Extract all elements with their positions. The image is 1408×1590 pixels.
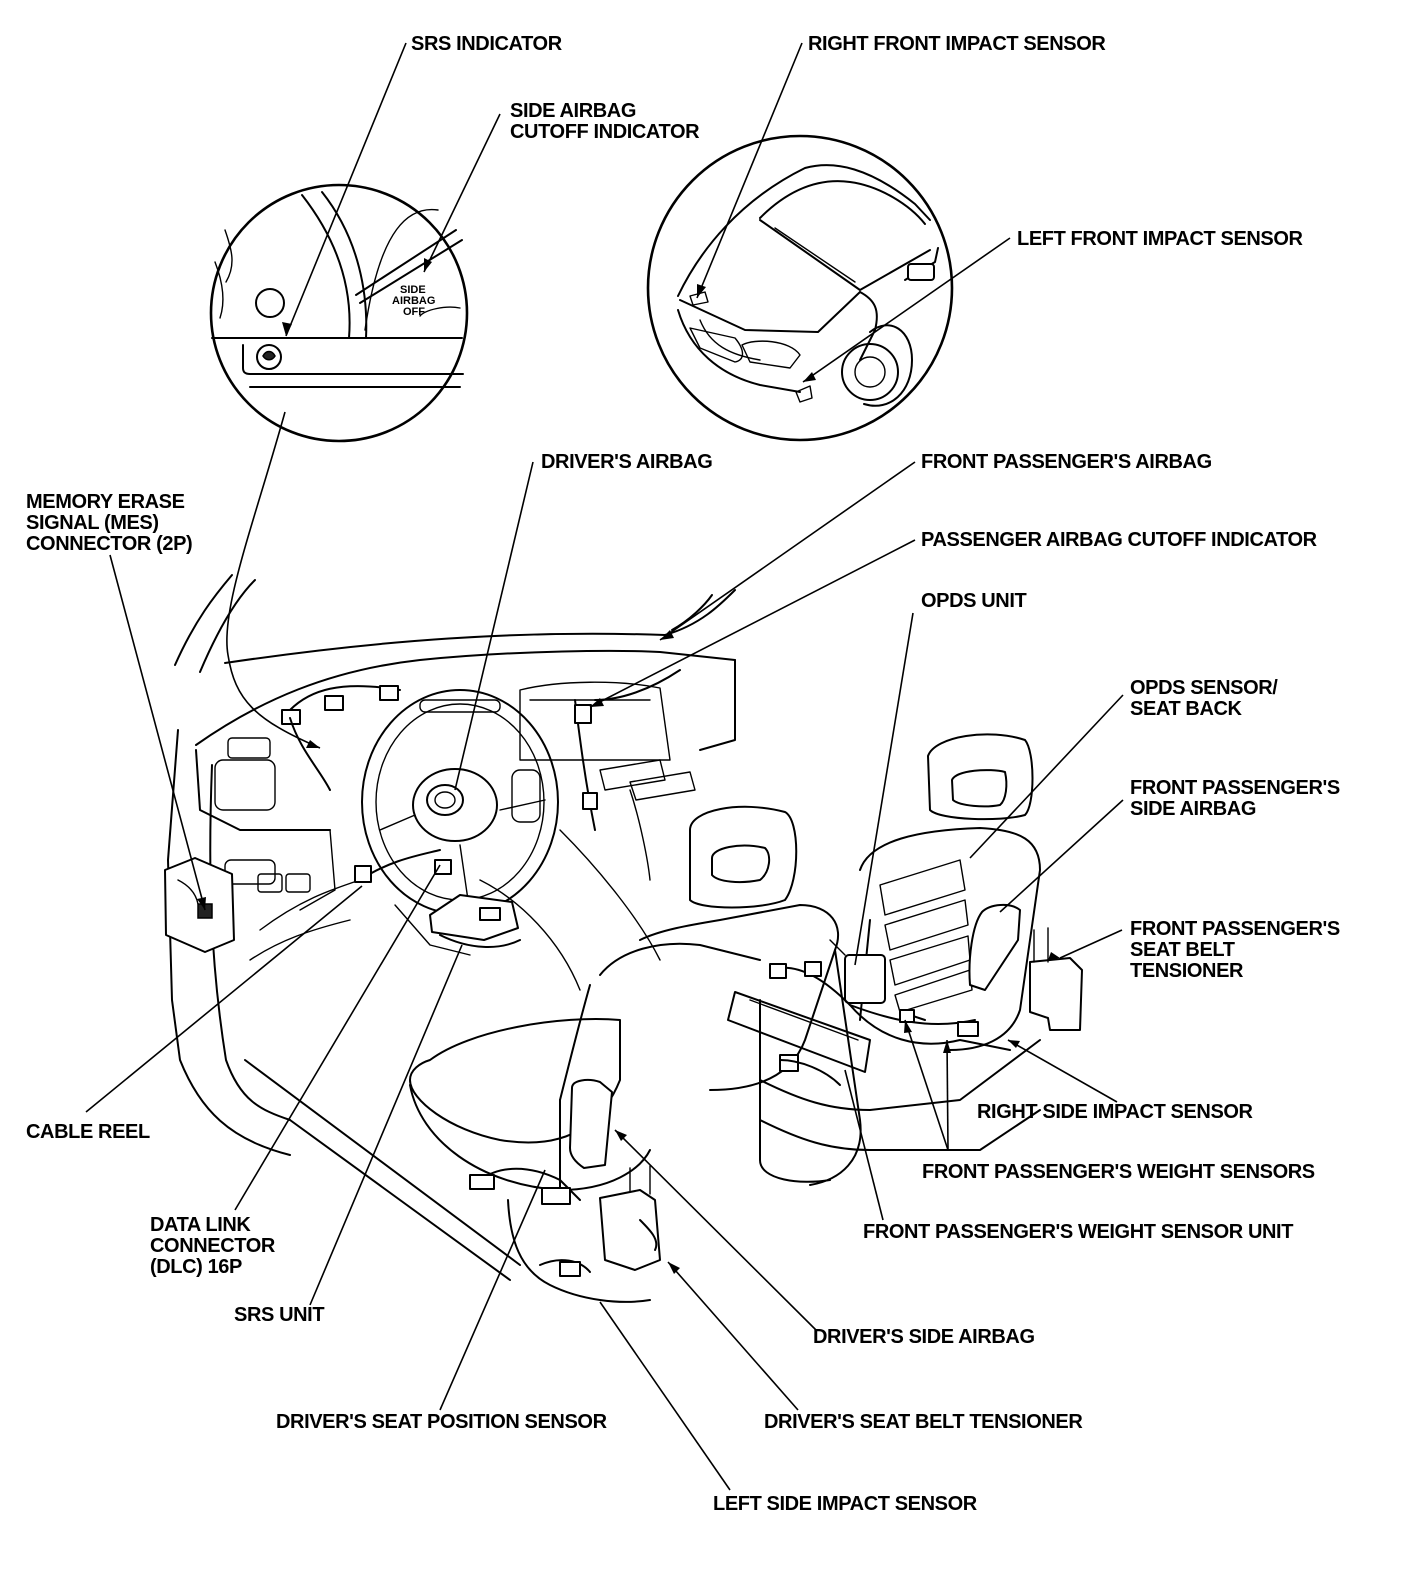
label-dlc-1: DATA LINK — [150, 1214, 251, 1236]
label-srs-indicator: SRS INDICATOR — [411, 33, 562, 55]
label-drivers-seat-belt-tensioner: DRIVER'S SEAT BELT TENSIONER — [764, 1411, 1083, 1433]
label-mes-2: SIGNAL (MES) — [26, 512, 159, 534]
gauge-text-airbag: AIRBAG — [392, 295, 436, 307]
label-fp-tensioner-2: SEAT BELT — [1130, 939, 1235, 961]
label-drivers-side-airbag: DRIVER'S SIDE AIRBAG — [813, 1326, 1035, 1348]
label-fp-tensioner-1: FRONT PASSENGER'S — [1130, 918, 1340, 940]
dashboard — [167, 574, 736, 1281]
label-cable-reel: CABLE REEL — [26, 1121, 150, 1143]
label-side-airbag-cutoff-2: CUTOFF INDICATOR — [510, 121, 700, 143]
label-fp-side-airbag-1: FRONT PASSENGER'S — [1130, 777, 1340, 799]
label-passenger-cutoff-indicator: PASSENGER AIRBAG CUTOFF INDICATOR — [921, 529, 1317, 551]
wiring — [164, 669, 1011, 1303]
label-mes-3: CONNECTOR (2P) — [26, 533, 193, 555]
label-drivers-seat-position-sensor: DRIVER'S SEAT POSITION SENSOR — [276, 1411, 607, 1433]
car-inset — [646, 134, 954, 442]
gauge-text-side: SIDE — [400, 284, 426, 296]
passenger-seat — [727, 733, 1083, 1151]
label-fp-tensioner-3: TENSIONER — [1130, 960, 1244, 982]
label-right-front-impact-sensor: RIGHT FRONT IMPACT SENSOR — [808, 33, 1106, 55]
label-front-passenger-airbag: FRONT PASSENGER'S AIRBAG — [921, 451, 1212, 473]
label-fp-weight-sensor-unit: FRONT PASSENGER'S WEIGHT SENSOR UNIT — [863, 1221, 1294, 1243]
arrowheads — [197, 258, 1060, 1274]
driver-seat — [409, 805, 862, 1201]
label-fp-side-airbag-2: SIDE AIRBAG — [1130, 798, 1256, 820]
gauge-text-off: OFF — [403, 306, 425, 318]
label-opds-unit: OPDS UNIT — [921, 590, 1027, 612]
label-left-front-impact-sensor: LEFT FRONT IMPACT SENSOR — [1017, 228, 1303, 250]
label-side-airbag-cutoff-1: SIDE AIRBAG — [510, 100, 636, 122]
cluster-inset — [209, 183, 469, 443]
label-left-side-impact-sensor: LEFT SIDE IMPACT SENSOR — [713, 1493, 977, 1515]
label-srs-unit: SRS UNIT — [234, 1304, 325, 1326]
label-dlc-3: (DLC) 16P — [150, 1256, 242, 1278]
label-drivers-airbag: DRIVER'S AIRBAG — [541, 451, 713, 473]
label-opds-sensor-2: SEAT BACK — [1130, 698, 1242, 720]
label-right-side-impact-sensor: RIGHT SIDE IMPACT SENSOR — [977, 1101, 1253, 1123]
label-mes-1: MEMORY ERASE — [26, 491, 185, 513]
label-fp-weight-sensors: FRONT PASSENGER'S WEIGHT SENSORS — [922, 1161, 1315, 1183]
gauge-bezel — [364, 208, 439, 331]
label-opds-sensor-1: OPDS SENSOR/ — [1130, 677, 1278, 699]
leader-lines — [85, 42, 1124, 1491]
label-dlc-2: CONNECTOR — [150, 1235, 275, 1257]
